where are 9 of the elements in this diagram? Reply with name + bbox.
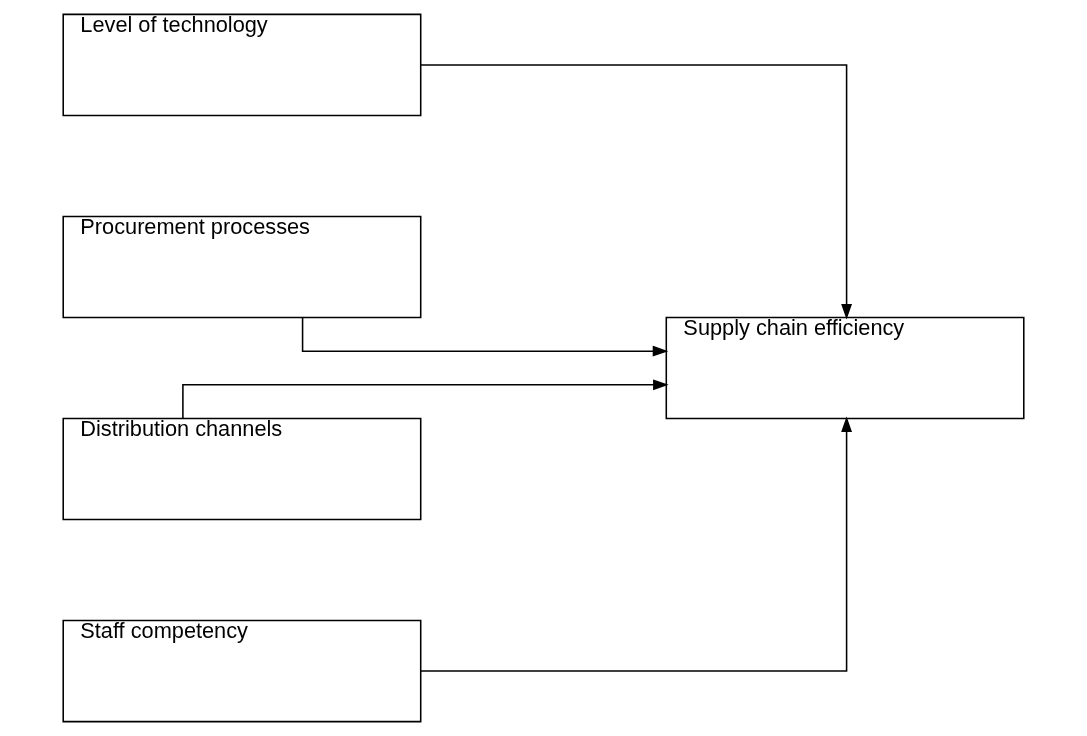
node-box: Distribution channels: [62, 417, 422, 521]
arrow: [182, 379, 669, 419]
arrow: [420, 416, 853, 672]
node-box: Supply chain efficiency: [665, 316, 1025, 420]
arrow: [301, 317, 669, 357]
node-box: Level of technology: [62, 13, 422, 117]
node-box: Staff competency: [62, 619, 422, 723]
arrow: [420, 64, 853, 320]
node-box: Procurement processes: [62, 215, 422, 319]
